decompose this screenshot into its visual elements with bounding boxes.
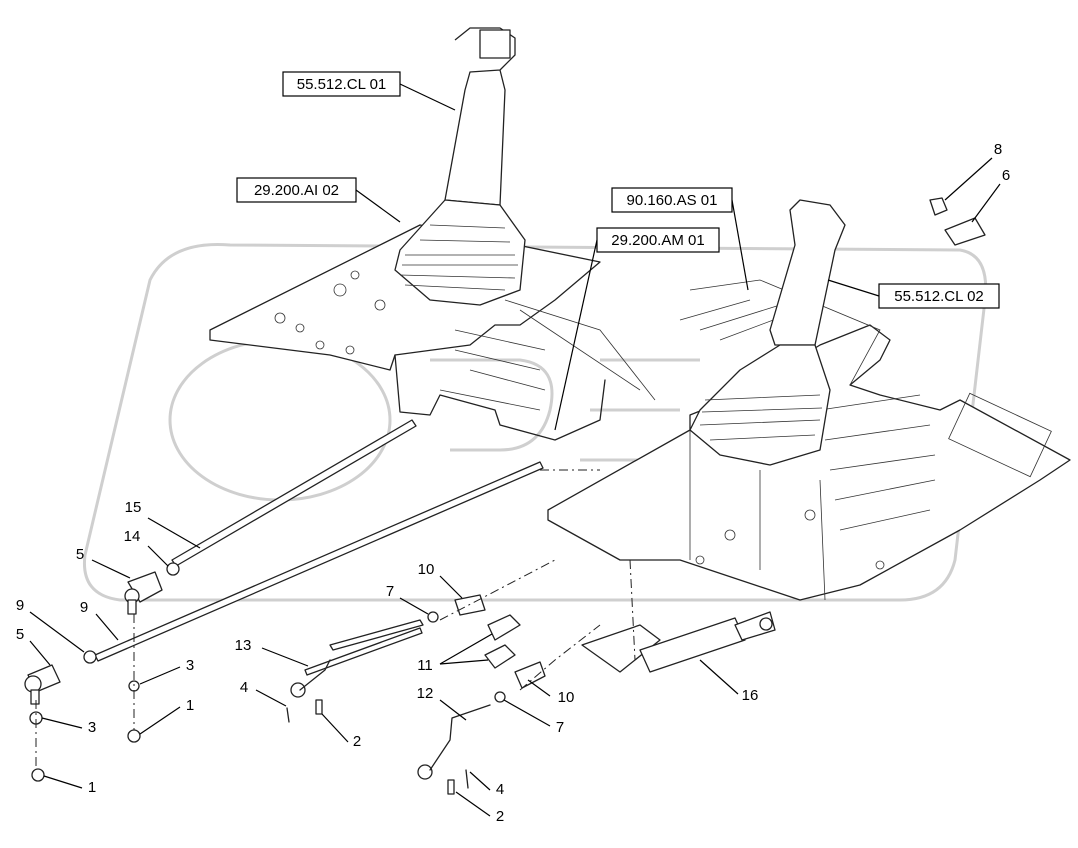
callout-7[interactable]: 7 — [503, 699, 564, 736]
callout-1[interactable]: 1 — [139, 697, 194, 735]
svg-text:2: 2 — [353, 733, 361, 750]
svg-text:1: 1 — [186, 697, 194, 714]
assembly-lines — [35, 469, 636, 770]
part-callouts: 8 6 15 14 5 9 9 5 — [16, 141, 1010, 825]
svg-text:6: 6 — [1002, 167, 1010, 184]
control-rods — [94, 419, 544, 676]
callout-4[interactable]: 4 — [469, 771, 504, 798]
callout-5[interactable]: 5 — [16, 626, 51, 666]
callout-3[interactable]: 3 — [139, 657, 194, 685]
callout-15[interactable]: 15 — [125, 499, 201, 549]
ref-90160as01[interactable]: 90.160.AS 01 — [611, 187, 749, 291]
svg-text:2: 2 — [496, 808, 504, 825]
svg-text:15: 15 — [125, 499, 142, 516]
callout-11[interactable]: 11 — [417, 633, 493, 674]
callout-3[interactable]: 3 — [41, 717, 96, 736]
svg-text:16: 16 — [742, 687, 759, 704]
svg-text:7: 7 — [556, 719, 564, 736]
callout-9[interactable]: 9 — [16, 597, 85, 653]
ref-55512cl01[interactable]: 55.512.CL 01 — [282, 71, 456, 111]
svg-text:12: 12 — [417, 685, 434, 702]
callout-10[interactable]: 10 — [527, 679, 575, 706]
svg-text:10: 10 — [418, 561, 435, 578]
svg-text:5: 5 — [16, 626, 24, 643]
svg-text:8: 8 — [994, 141, 1002, 158]
svg-text:55.512.CL 01: 55.512.CL 01 — [297, 76, 387, 93]
gas-spring — [581, 611, 776, 673]
callout-13[interactable]: 13 — [235, 637, 309, 667]
svg-text:13: 13 — [235, 637, 252, 654]
svg-text:4: 4 — [240, 679, 248, 696]
svg-text:90.160.AS 01: 90.160.AS 01 — [627, 192, 718, 209]
callout-12[interactable]: 12 — [417, 685, 467, 721]
callout-10[interactable]: 10 — [418, 561, 463, 599]
svg-text:5: 5 — [76, 546, 84, 563]
svg-text:29.200.AM 01: 29.200.AM 01 — [611, 232, 704, 249]
ref-29200am01[interactable]: 29.200.AM 01 — [554, 227, 720, 431]
callout-2[interactable]: 2 — [455, 791, 504, 825]
svg-text:55.512.CL 02: 55.512.CL 02 — [894, 288, 984, 305]
ref-29200ai02[interactable]: 29.200.AI 02 — [236, 177, 401, 223]
callout-5[interactable]: 5 — [76, 546, 131, 579]
svg-text:4: 4 — [496, 781, 504, 798]
callout-2[interactable]: 2 — [321, 713, 361, 750]
svg-text:1: 1 — [88, 779, 96, 796]
svg-text:3: 3 — [88, 719, 96, 736]
callout-1[interactable]: 1 — [43, 775, 96, 796]
svg-text:10: 10 — [558, 689, 575, 706]
callout-6[interactable]: 6 — [971, 167, 1010, 223]
svg-text:7: 7 — [386, 583, 394, 600]
svg-text:29.200.AI 02: 29.200.AI 02 — [254, 182, 339, 199]
svg-text:11: 11 — [417, 657, 433, 674]
right-joystick — [689, 199, 846, 466]
callout-9[interactable]: 9 — [80, 599, 119, 641]
callout-14[interactable]: 14 — [124, 528, 169, 567]
ref-55512cl02[interactable]: 55.512.CL 02 — [827, 279, 1000, 309]
svg-text:9: 9 — [16, 597, 24, 614]
callout-7[interactable]: 7 — [386, 583, 429, 615]
svg-text:9: 9 — [80, 599, 88, 616]
left-joystick — [394, 27, 526, 306]
callout-8[interactable]: 8 — [944, 141, 1002, 201]
svg-text:3: 3 — [186, 657, 194, 674]
callout-16[interactable]: 16 — [699, 659, 759, 704]
callout-4[interactable]: 4 — [240, 679, 287, 707]
svg-text:14: 14 — [124, 528, 141, 545]
reference-labels: 55.512.CL 01 29.200.AI 02 90.160.AS 01 2… — [236, 71, 1000, 431]
